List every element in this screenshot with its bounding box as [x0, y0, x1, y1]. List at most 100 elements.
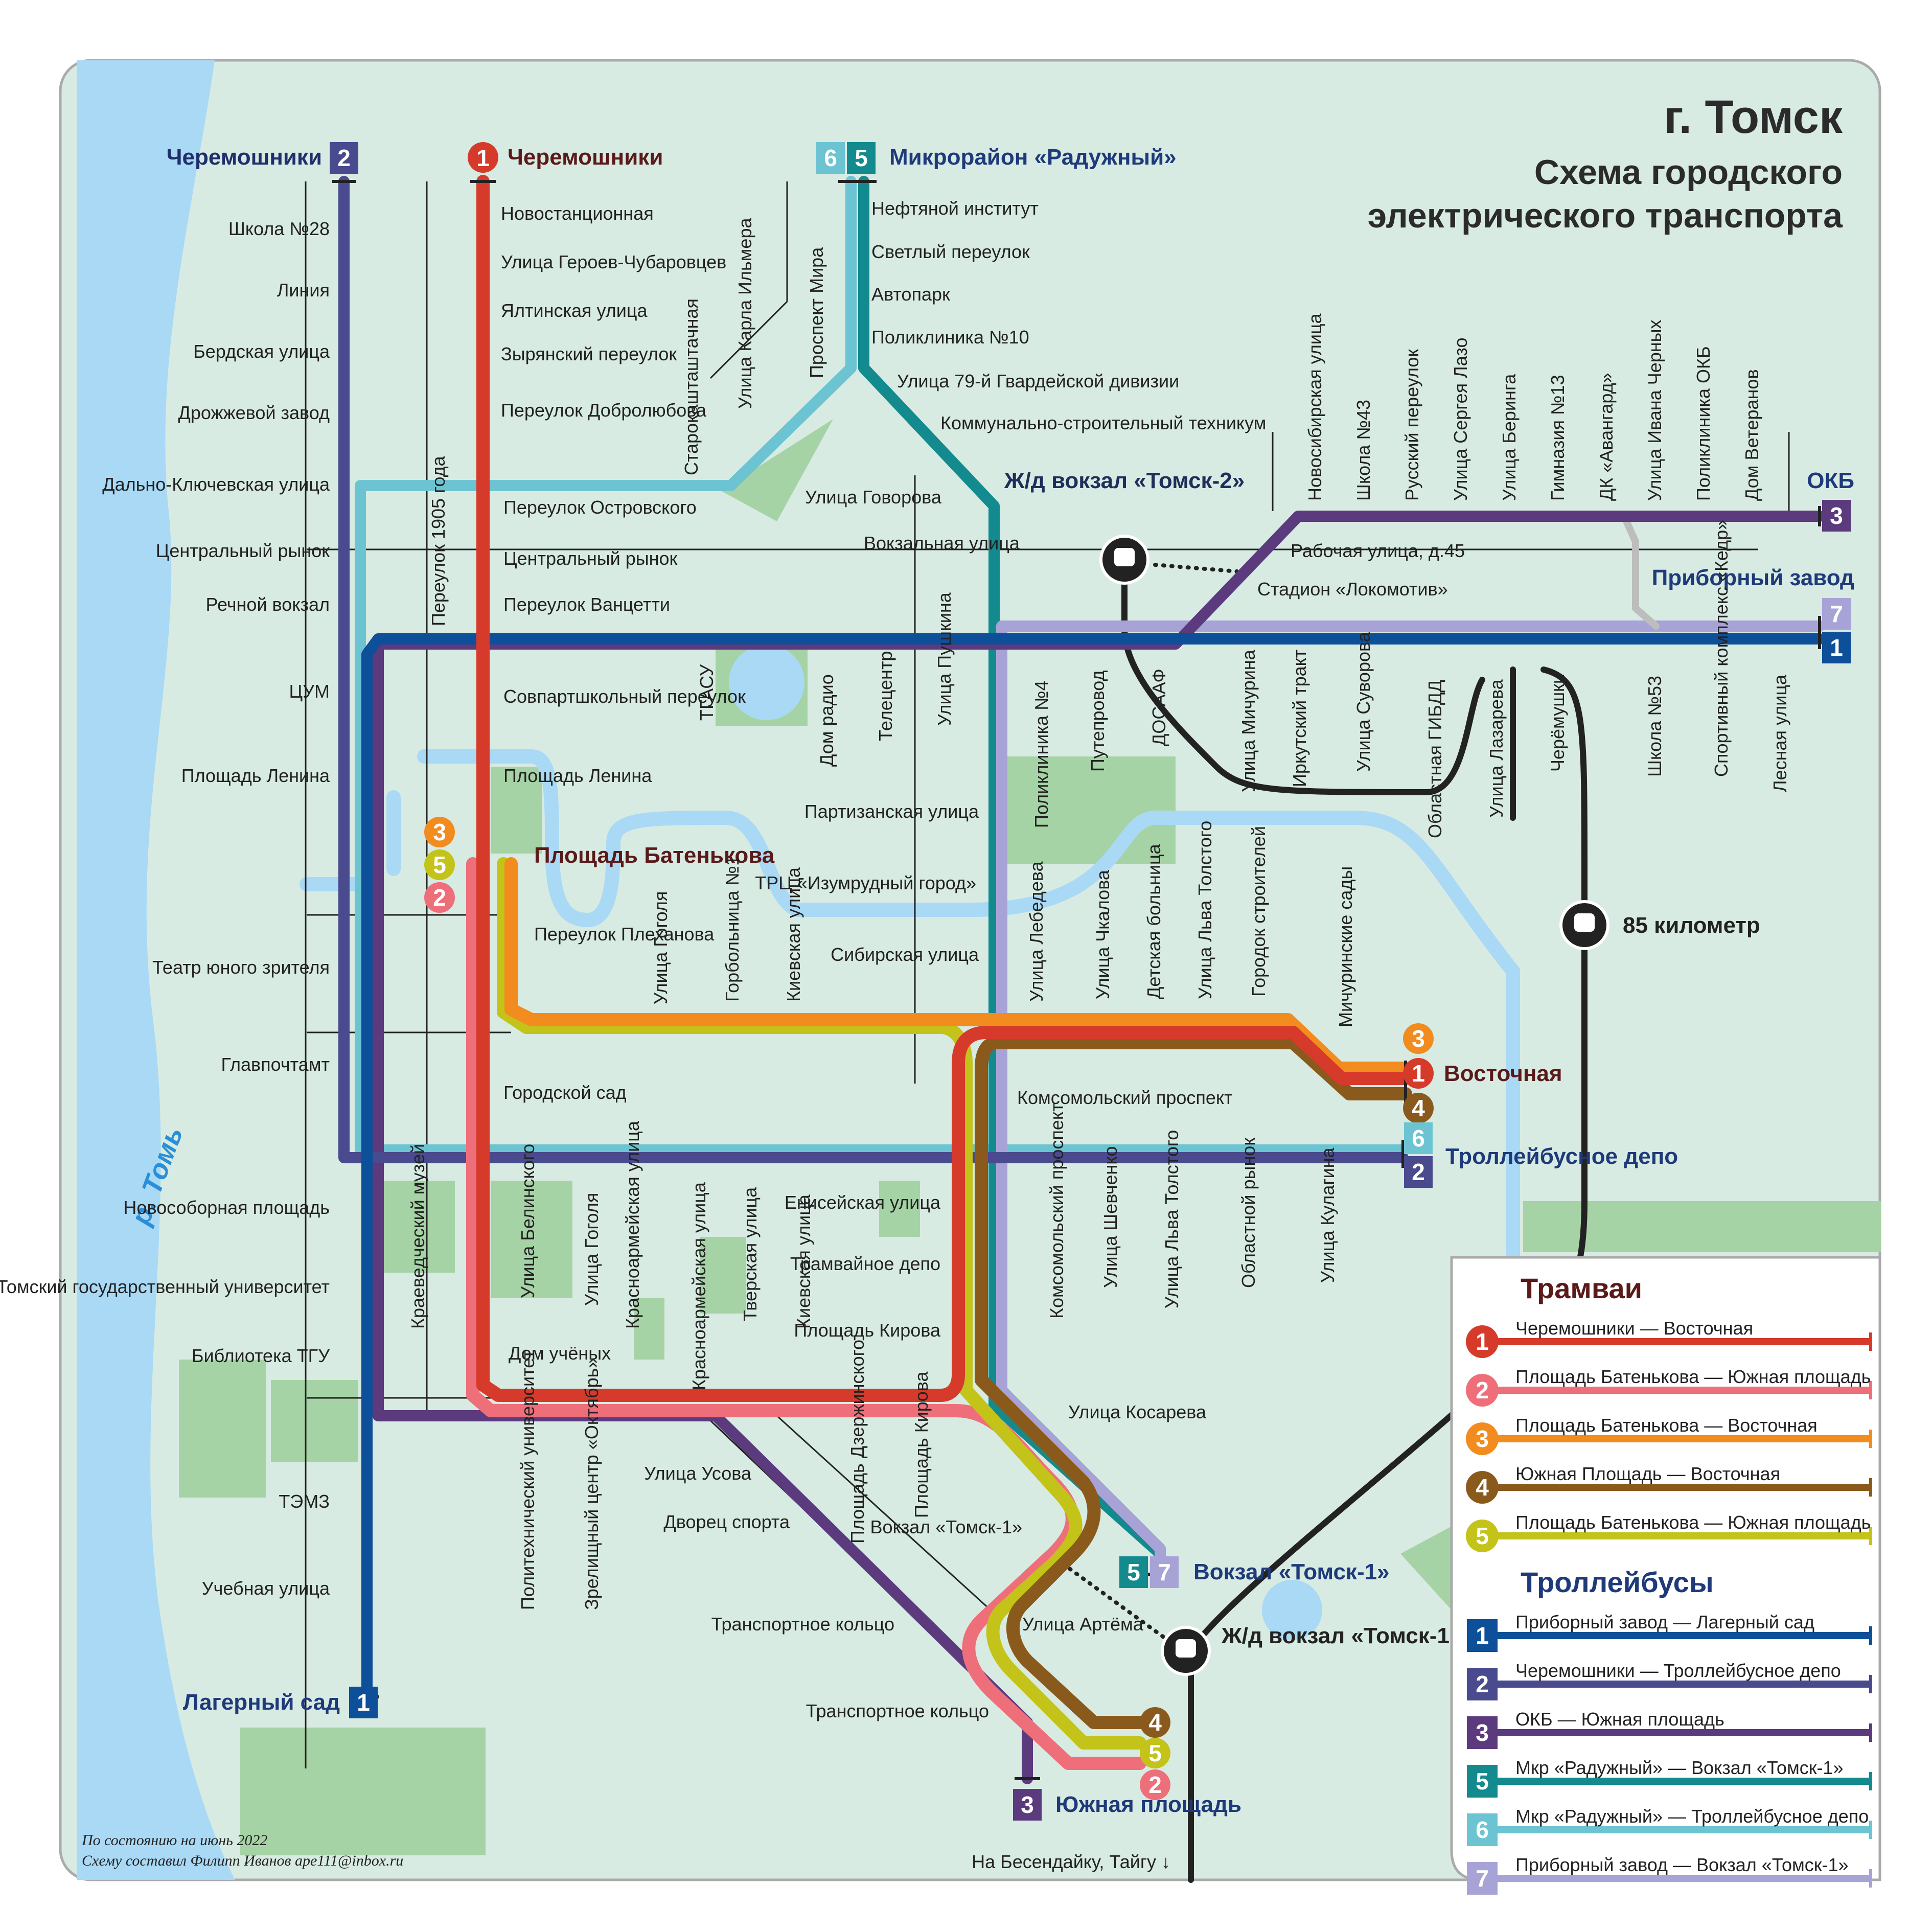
svg-text:7: 7 [1830, 601, 1843, 627]
railway-transfers [1061, 563, 1239, 1648]
terminal-cheremoshniki-left: Черемошники [167, 145, 322, 170]
stop-label: Мичуринские сады [1335, 866, 1356, 1027]
stop-label: Киевская улица [783, 867, 804, 1002]
svg-text:Мкр «Радужный» — Троллейбусное: Мкр «Радужный» — Троллейбусное депо [1515, 1806, 1869, 1827]
stop-label: ЦУМ [289, 681, 330, 702]
terminal-okb: ОКБ [1807, 468, 1854, 493]
svg-text:5: 5 [433, 852, 446, 878]
stop-label: Светлый переулок [871, 241, 1030, 262]
terminal-vokzal1: Вокзал «Томск-1» [1193, 1559, 1390, 1584]
svg-text:ОКБ — Южная площадь: ОКБ — Южная площадь [1515, 1709, 1724, 1730]
svg-text:6: 6 [1476, 1816, 1489, 1843]
stop-label: ТГАСУ [696, 664, 717, 721]
terminal-raduzhny: Микрорайон «Радужный» [889, 145, 1177, 170]
svg-text:3: 3 [433, 819, 446, 845]
svg-text:2: 2 [1476, 1671, 1489, 1697]
terminal-pribor: Приборный завод [1652, 565, 1854, 590]
svg-text:3: 3 [1476, 1425, 1489, 1452]
stop-label: Улица Лазарева [1486, 679, 1507, 818]
terminal-yuzhnaya: Южная площадь [1055, 1792, 1241, 1817]
footnote-author: Схему составил Филипп Иванов ape111@inbo… [82, 1852, 403, 1869]
stop-label: ТЭМЗ [279, 1491, 330, 1512]
stop-label: Площадь Кирова [911, 1371, 932, 1518]
svg-text:2: 2 [337, 145, 351, 171]
svg-text:2: 2 [1412, 1159, 1425, 1185]
terminal-cheremoshniki-tram: Черемошники [508, 145, 663, 170]
stop-label: Детская больница [1143, 843, 1164, 999]
svg-text:4: 4 [1412, 1095, 1425, 1121]
stop-label: Автопарк [871, 284, 950, 305]
svg-text:3: 3 [1830, 502, 1843, 529]
svg-text:5: 5 [855, 145, 868, 171]
svg-text:Южная Площадь — Восточная: Южная Площадь — Восточная [1515, 1463, 1780, 1484]
railway-tomsk1: Ж/д вокзал «Томск-1» [1221, 1623, 1462, 1648]
trolley-6-line [355, 176, 1409, 1156]
stop-label: Спортивный комплекс «Кедр» [1711, 520, 1732, 777]
svg-text:Площадь Батенькова — Восточная: Площадь Батенькова — Восточная [1515, 1415, 1818, 1436]
svg-text:6: 6 [1412, 1125, 1425, 1152]
svg-text:1: 1 [1412, 1060, 1425, 1087]
stop-label: Улица Лебедева [1026, 861, 1047, 1002]
stop-label: Лесная улица [1769, 674, 1790, 792]
street-lines [305, 181, 1790, 1768]
stop-label: Линия [277, 280, 330, 301]
stop-label: Новостанционная [501, 203, 654, 224]
stop-label: Стадион «Локомотив» [1257, 579, 1448, 600]
stop-label: Городок строителей [1248, 826, 1269, 997]
stop-label: Библиотека ТГУ [192, 1345, 330, 1366]
stop-label: Школа №28 [228, 218, 330, 239]
svg-text:1: 1 [1476, 1328, 1489, 1355]
stop-label: Улица Героев-Чубаровцев [501, 251, 726, 272]
svg-text:2: 2 [1148, 1772, 1162, 1798]
legend-trolley-entry: 6 Мкр «Радужный» — Троллейбусное депо [1467, 1806, 1872, 1846]
stop-label: Областная ГИБДД [1424, 680, 1445, 838]
stop-label: Комсомольский проспект [1017, 1087, 1233, 1108]
svg-text:1: 1 [1830, 634, 1843, 661]
stop-label: Краеведческий музей [407, 1144, 428, 1329]
stop-label: Гимназия №13 [1547, 375, 1568, 501]
stop-label: Центральный рынок [503, 548, 677, 569]
map-title-line1: Схема городского [1534, 153, 1843, 192]
svg-text:5: 5 [1476, 1768, 1489, 1795]
badge-t2-cheremoshniki: 2 [330, 142, 358, 174]
stop-label: Коммунально-строительный техникум [940, 412, 1266, 433]
stop-label: Главпочтамт [221, 1054, 330, 1075]
stop-label: ДК «Авангард» [1596, 373, 1617, 501]
map-title-line2: электрического транспорта [1368, 196, 1844, 235]
stop-label: Черёмушки [1547, 674, 1568, 772]
stop-label: Улица Льва Толстого [1194, 821, 1215, 999]
svg-text:1: 1 [357, 1689, 370, 1716]
stop-label: Иркутский тракт [1289, 650, 1310, 787]
stop-label: Дом учёных [509, 1343, 611, 1364]
stop-label: Дрожжевой завод [178, 402, 330, 423]
stop-label: Улица Шевченко [1100, 1146, 1121, 1288]
stop-label: Улица Льва Толстого [1161, 1130, 1182, 1308]
svg-text:5: 5 [1148, 1740, 1162, 1766]
terminal-vostochnaya: Восточная [1444, 1061, 1562, 1086]
stop-label: Сибирская улица [831, 944, 979, 965]
stop-label: Областной рынок [1238, 1138, 1259, 1288]
stop-label: Зрелищный центр «Октябрь» [581, 1358, 602, 1610]
stop-label: Совпартшкольный переулок [503, 686, 746, 707]
badge-tram1-cheremoshniki: 1 [468, 142, 498, 173]
label-besendayka: На Бесендайку, Тайгу ↓ [972, 1851, 1170, 1872]
stop-label: Томский государственный университет [0, 1276, 330, 1297]
stop-label: Горбольница №1 [722, 856, 743, 1002]
svg-text:7: 7 [1476, 1865, 1489, 1892]
svg-text:Площадь Батенькова — Южная пло: Площадь Батенькова — Южная площадь [1515, 1512, 1871, 1533]
stop-label: Политехнический университет [517, 1350, 538, 1610]
pribor-connector [1622, 515, 1660, 630]
legend-trolley-header: Троллейбусы [1521, 1566, 1714, 1598]
stop-label: Комсомольский проспект [1046, 1103, 1067, 1319]
stop-label: Улица Чкалова [1092, 869, 1113, 999]
stop-label: Переулок Добролюбова [501, 400, 707, 421]
stop-label: Красноармейская улица [622, 1120, 643, 1329]
legend-tram-header: Трамваи [1521, 1272, 1642, 1304]
stop-label: Поликлиника ОКБ [1693, 346, 1714, 501]
